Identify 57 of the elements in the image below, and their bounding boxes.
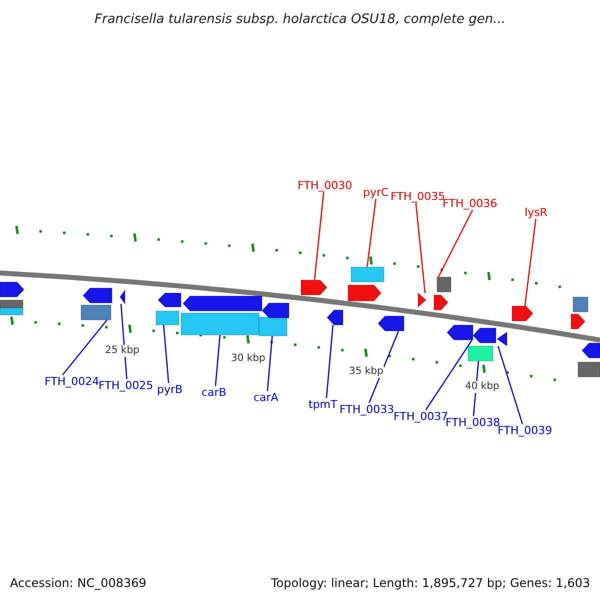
gene-block	[258, 316, 288, 336]
gene-label: carB	[200, 386, 228, 399]
gene-block	[350, 266, 384, 282]
gene-block	[156, 310, 180, 326]
gene-block	[572, 296, 588, 312]
leader-line	[368, 330, 400, 404]
leader-line	[163, 324, 170, 384]
gene-label: lysR	[524, 206, 548, 219]
gene-block	[120, 289, 126, 305]
gene-block	[378, 316, 404, 332]
footer-text: Topology: linear; Length: 1,895,727 bp; Genes: 1,603	[270, 576, 592, 590]
gene-block	[512, 306, 534, 322]
leader-line	[366, 198, 376, 268]
gene-block	[82, 288, 112, 304]
gene-label: pyrC	[362, 186, 390, 199]
leader-line	[497, 346, 523, 424]
gene-label: FTH_0030	[296, 179, 354, 192]
leader-line	[425, 340, 472, 410]
gene-label: FTH_0025	[98, 379, 154, 392]
gene-label: pyrB	[156, 383, 184, 396]
gene-block	[180, 312, 260, 336]
gene-block	[570, 314, 586, 330]
gene-label: carA	[252, 391, 280, 404]
gene-block	[0, 308, 24, 316]
footer-text: Accession: NC_008369	[9, 576, 148, 590]
gene-block	[0, 282, 24, 298]
title: Francisella tularensis subsp. holarctica OSU18, complete gen...	[94, 13, 506, 26]
gene-block	[436, 276, 452, 292]
leader-line	[214, 334, 221, 386]
gene-block	[418, 292, 426, 308]
gene-label: tpmT	[308, 398, 338, 411]
gene-block	[468, 346, 494, 362]
leader-line	[314, 192, 324, 280]
leader-line	[326, 324, 334, 398]
gene-block	[582, 342, 600, 358]
gene-label: FTH_0033	[338, 403, 396, 416]
kbp-label: 35 kbp	[348, 366, 384, 378]
kbp-label: 25 kbp	[104, 345, 140, 357]
gene-block	[80, 304, 112, 320]
leader-line	[266, 336, 273, 392]
gene-block	[446, 324, 474, 340]
gene-label: FTH_0024	[44, 375, 100, 388]
gene-block	[0, 300, 24, 308]
leader-line	[524, 218, 536, 306]
gene-block	[348, 284, 382, 302]
gene-block	[262, 302, 290, 318]
gene-block	[158, 292, 182, 308]
gene-block	[434, 294, 448, 310]
leader-line	[415, 202, 426, 294]
kbp-label: 30 kbp	[230, 353, 266, 365]
leader-line	[62, 320, 108, 376]
gene-block	[578, 362, 600, 378]
kbp-label: 40 kbp	[464, 381, 500, 393]
gene-block	[496, 331, 508, 347]
gene-block	[300, 280, 328, 296]
gene-block	[326, 310, 344, 326]
leader-line	[438, 210, 474, 278]
